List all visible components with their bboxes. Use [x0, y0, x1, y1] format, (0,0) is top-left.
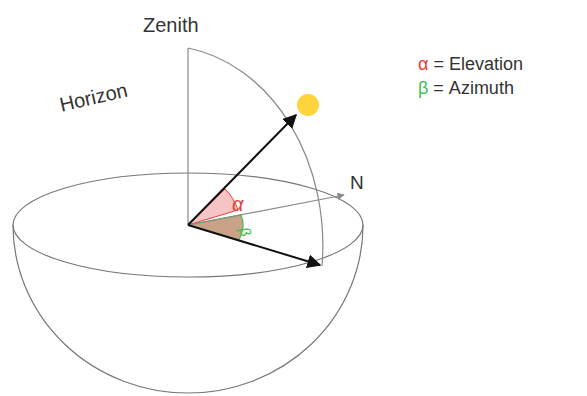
azimuth-symbol: β [236, 225, 255, 239]
elevation-symbol: α [232, 193, 243, 216]
azimuth-vector [188, 225, 320, 265]
sun-vector [188, 115, 296, 225]
zenith-line [187, 48, 188, 225]
hemisphere-bowl [13, 225, 363, 393]
zenith-label: Zenith [143, 14, 199, 37]
north-vector [188, 195, 344, 225]
horizon-label: Horizon [57, 79, 129, 117]
sun [297, 94, 319, 116]
legend-elevation: α = Elevation [418, 54, 523, 75]
north-label: N [350, 172, 364, 194]
meridian-arc [188, 48, 323, 266]
legend-azimuth: β = Azimuth [418, 78, 514, 99]
